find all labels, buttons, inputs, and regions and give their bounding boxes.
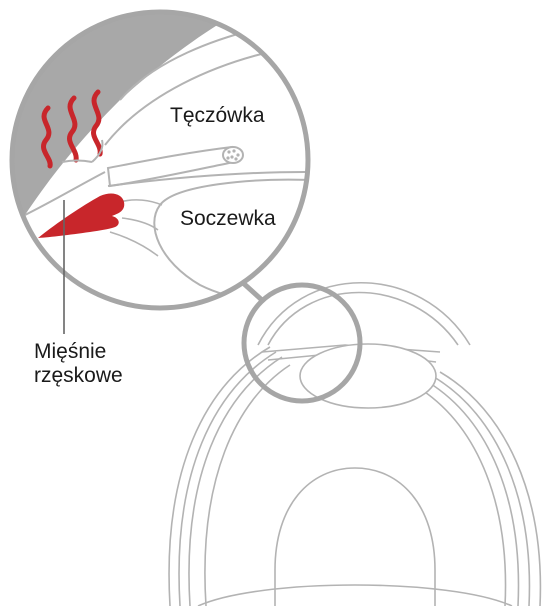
label-ciliary-muscle-line2: rzęskowe [34,364,123,388]
iris-tip [223,147,243,163]
label-ciliary-muscle: Mięśnie rzęskowe [34,340,123,388]
label-iris: Tęczówka [170,104,265,128]
fundus-line [198,585,512,606]
cornea-outline [258,283,470,345]
label-ciliary-muscle-line1: Mięśnie [34,340,123,364]
magnifier-connector [242,282,263,301]
label-lens: Soczewka [180,207,276,231]
